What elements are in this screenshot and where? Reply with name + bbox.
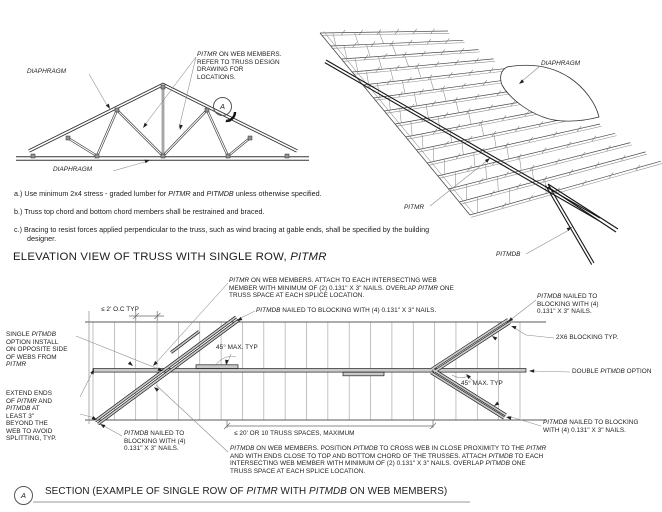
section-drawing (33, 282, 571, 503)
label-truss-spaces-max: ≤ 20' OR 10 TRUSS SPACES, MAXIMUM (234, 430, 355, 437)
pitmr-splice-overlap-1 (195, 364, 239, 369)
perspective-roof-drawing (319, 28, 662, 265)
label-pitmdb-blocking-bottom-left: PITMDB NAILED TO BLOCKING WITH (4) 0.131… (124, 430, 186, 453)
label-double-pitmdb-option: DOUBLE PITMDB OPTION (572, 368, 652, 375)
note-a: a.) Use minimum 2x4 stress - graded lumb… (14, 189, 322, 198)
pitmdb-left-diagonal (94, 315, 240, 426)
dim-2ft-oc (129, 311, 164, 321)
pitmdb-right-diagonals (430, 318, 511, 420)
label-pitmr-web-members: PITMR ON WEB MEMBERS. ATTACH TO EACH INT… (229, 277, 454, 300)
label-45-max-left: 45° MAX. TYP (216, 344, 258, 351)
label-diaphragm-top: DIAPHRAGM (27, 68, 67, 75)
note-c: c.) Bracing to resist forces applied per… (14, 225, 430, 243)
label-persp-diaphragm: DIAPHRAGM (541, 60, 581, 67)
label-persp-pitmr: PITMR (404, 204, 425, 211)
dim-20ft (223, 420, 437, 430)
section-marker-a-bubble: A (213, 97, 232, 116)
section-title: SECTION (EXAMPLE OF SINGLE ROW OF PITMR … (45, 486, 448, 497)
label-pitmdb-blocking-right-top: PITMDB NAILED TO BLOCKING WITH (4) 0.131… (537, 293, 599, 316)
label-diaphragm-bottom: DIAPHRAGM (53, 166, 93, 173)
label-extend-ends: EXTEND ENDS OF PITMR AND PITMDB AT LEAST… (6, 390, 57, 443)
label-pitmdb-blocking-bottom-right: PITMDB NAILED TO BLOCKING WITH (4) 0.131… (543, 419, 639, 434)
label-pitmdb-blocking-top: PITMDB NAILED TO BLOCKING WITH (4) 0.131… (256, 307, 437, 314)
label-persp-pitmdb: PITMDB (496, 251, 521, 258)
leader-arrowheads (90, 79, 572, 429)
label-2x6-blocking: 2X6 BLOCKING TYP. (556, 334, 619, 341)
label-single-pitmdb-option: SINGLE PITMDB OPTION INSTALL ON OPPOSITE… (6, 331, 68, 369)
label-2ft-oc: ≤ 2' O.C TYP (101, 306, 139, 313)
elevation-title: ELEVATION VIEW OF TRUSS WITH SINGLE ROW,… (13, 251, 327, 263)
elevation-truss-drawing (16, 56, 309, 172)
note-b: b.) Truss top chord and bottom chord mem… (14, 207, 265, 216)
label-45-max-right: 45° MAX. TYP (461, 380, 503, 387)
pitmr-splice-overlap-2 (342, 371, 385, 377)
diaphragm-outline (500, 64, 600, 122)
section-title-marker-a: A (14, 486, 33, 505)
label-pitmr-note: PITMR ON WEB MEMBERS. REFER TO TRUSS DES… (197, 51, 282, 81)
label-pitmdb-web-members: PITMDB ON WEB MEMBERS. POSITION PITMDB T… (230, 445, 547, 475)
